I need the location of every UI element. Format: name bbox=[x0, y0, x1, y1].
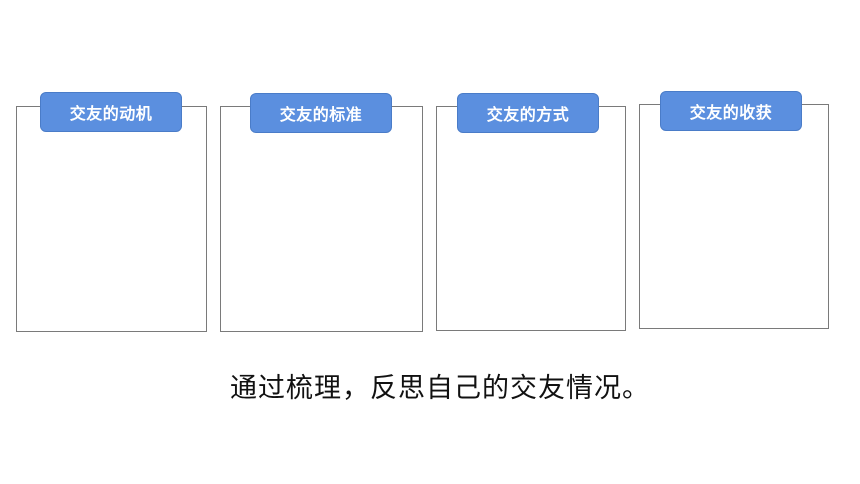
card-gain-label: 交友的收获 bbox=[660, 91, 802, 131]
card-motive-box bbox=[16, 106, 207, 332]
card-method-label: 交友的方式 bbox=[457, 93, 599, 133]
card-standard-label: 交友的标准 bbox=[250, 93, 392, 133]
card-motive-label: 交友的动机 bbox=[40, 92, 182, 132]
caption-text: 通过梳理，反思自己的交友情况。 bbox=[230, 373, 650, 404]
card-standard-box bbox=[220, 106, 423, 332]
card-method-box bbox=[436, 106, 626, 331]
card-gain-box bbox=[639, 104, 829, 329]
